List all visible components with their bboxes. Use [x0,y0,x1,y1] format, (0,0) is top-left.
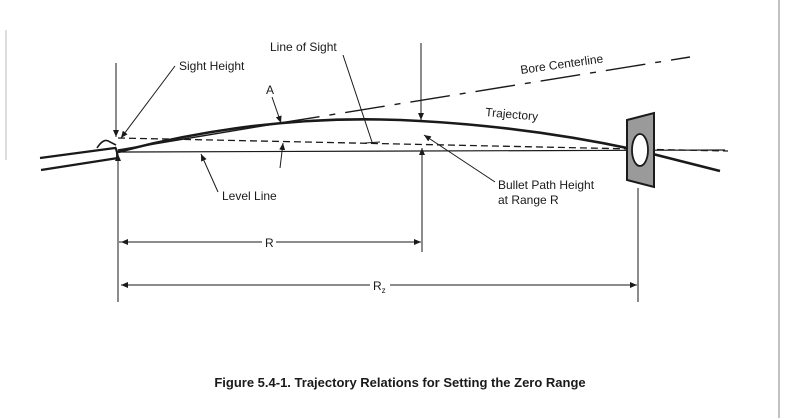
line-of-sight-tick [364,141,381,144]
trajectory-curve [117,118,721,173]
label-level-line: Level Line [222,189,277,203]
target-bullseye [631,133,649,167]
rifle-barrel [39,139,119,172]
sight-height-leader [120,65,176,139]
label-range-rz: Rz [373,279,386,295]
label-range-r: R [265,236,274,250]
label-line-of-sight: Line of Sight [270,40,337,54]
line-of-sight-leader [342,54,373,143]
label-trajectory: Trajectory [485,105,539,124]
sight-angle-arrow [279,142,286,169]
label-angle-a: A [266,83,274,97]
bullet-path-leader [423,134,496,183]
bore-centerline-dashed [279,56,691,124]
label-range-rz-sub: z [382,286,386,295]
label-at-range-r: at Range R [498,193,559,207]
angle-a-leader [271,96,282,124]
level-line-leader [200,153,219,193]
figure-caption: Figure 5.4-1. Trajectory Relations for S… [214,375,585,390]
label-bullet-path-height: Bullet Path Height [498,178,595,192]
label-sight-height: Sight Height [179,59,245,73]
label-range-rz-main: R [373,279,382,293]
